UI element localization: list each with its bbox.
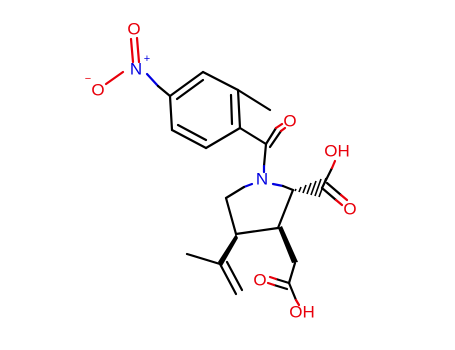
- bond-cooh-o-a-red: [334, 198, 344, 207]
- bond-n-ring-b: [156, 84, 172, 98]
- bond-c-o-left-b: [272, 283, 289, 291]
- bond-isopropenyl-ch2-b: [225, 260, 244, 292]
- bond-c4-c3: [234, 226, 280, 236]
- bond-co-b: [268, 129, 283, 149]
- atom-o-acid2: O: [253, 270, 266, 289]
- bond-ch2-cooh: [287, 261, 297, 285]
- bond-cooh-o-b: [325, 181, 343, 197]
- bond-c-o-left: [274, 277, 291, 285]
- bond-isopropenyl-methyl: [185, 252, 222, 266]
- atom-o-acid1: O: [343, 199, 356, 218]
- atom-o-nitro-left: O: [91, 80, 104, 99]
- bond-c-oh-red: [294, 298, 301, 307]
- atom-n-nitro: N: [130, 59, 142, 78]
- bond-cooh-o-a: [320, 186, 338, 202]
- ring-bond-1: [168, 70, 205, 98]
- atom-o-carbonyl: O: [283, 111, 296, 130]
- bond-cooh-oh-red: [330, 159, 337, 170]
- bond-carbonyl-n: [262, 142, 268, 168]
- bond-n-calpha-b: [281, 184, 295, 192]
- bond-ring-carbonyl: [236, 88, 272, 112]
- bond-n-ch2-b: [224, 185, 246, 200]
- bond-n-calpha-a: [271, 182, 285, 188]
- bond-co-b-red: [279, 126, 287, 133]
- bond-cooh-oh: [320, 166, 334, 190]
- atom-n-ring: N: [256, 169, 268, 188]
- bond-ch2-c4: [224, 196, 238, 236]
- bond-c-oh: [287, 281, 298, 302]
- bond-c-o-left-b-red: [266, 281, 276, 287]
- bond-n-ring-a: [145, 72, 160, 88]
- bond-no-left: [104, 70, 125, 86]
- ring-bond-1-inner: [175, 78, 205, 101]
- ring-bond-3: [236, 88, 242, 130]
- bond-no-top-b: [129, 37, 135, 64]
- bond-n-ch2-a: [242, 182, 254, 189]
- atom-oh-acid2: OH: [289, 302, 315, 321]
- bond-ring-to-carbonyl-c: [238, 126, 268, 146]
- atom-o-nitro-left-charge: −: [85, 73, 91, 85]
- bond-co-a: [274, 122, 284, 130]
- bond-carbonyl-c-up: [264, 126, 278, 146]
- bond-c3-c2: [276, 188, 295, 230]
- atom-o-nitro-top: O: [127, 19, 140, 38]
- ring-bond-5-inner: [176, 123, 208, 142]
- wedge-bond-c3-ch2: [278, 226, 298, 263]
- ring-bond-5: [170, 128, 208, 150]
- bond-no-top-a: [135, 36, 141, 64]
- ring-bond-4: [204, 126, 242, 150]
- atom-n-nitro-charge: +: [144, 53, 150, 65]
- bond-c-o-left-red: [268, 275, 278, 281]
- bond-isopropenyl-ch2-a: [218, 262, 238, 296]
- ring-bond-6: [168, 94, 174, 132]
- atom-oh-acid1: OH: [324, 141, 350, 160]
- wedge-bond-c4-isopropenyl: [218, 234, 238, 266]
- bond-cooh-o-b-red: [339, 193, 349, 202]
- ring-bond-2: [201, 70, 240, 92]
- ring-bond-3-inner: [229, 93, 234, 126]
